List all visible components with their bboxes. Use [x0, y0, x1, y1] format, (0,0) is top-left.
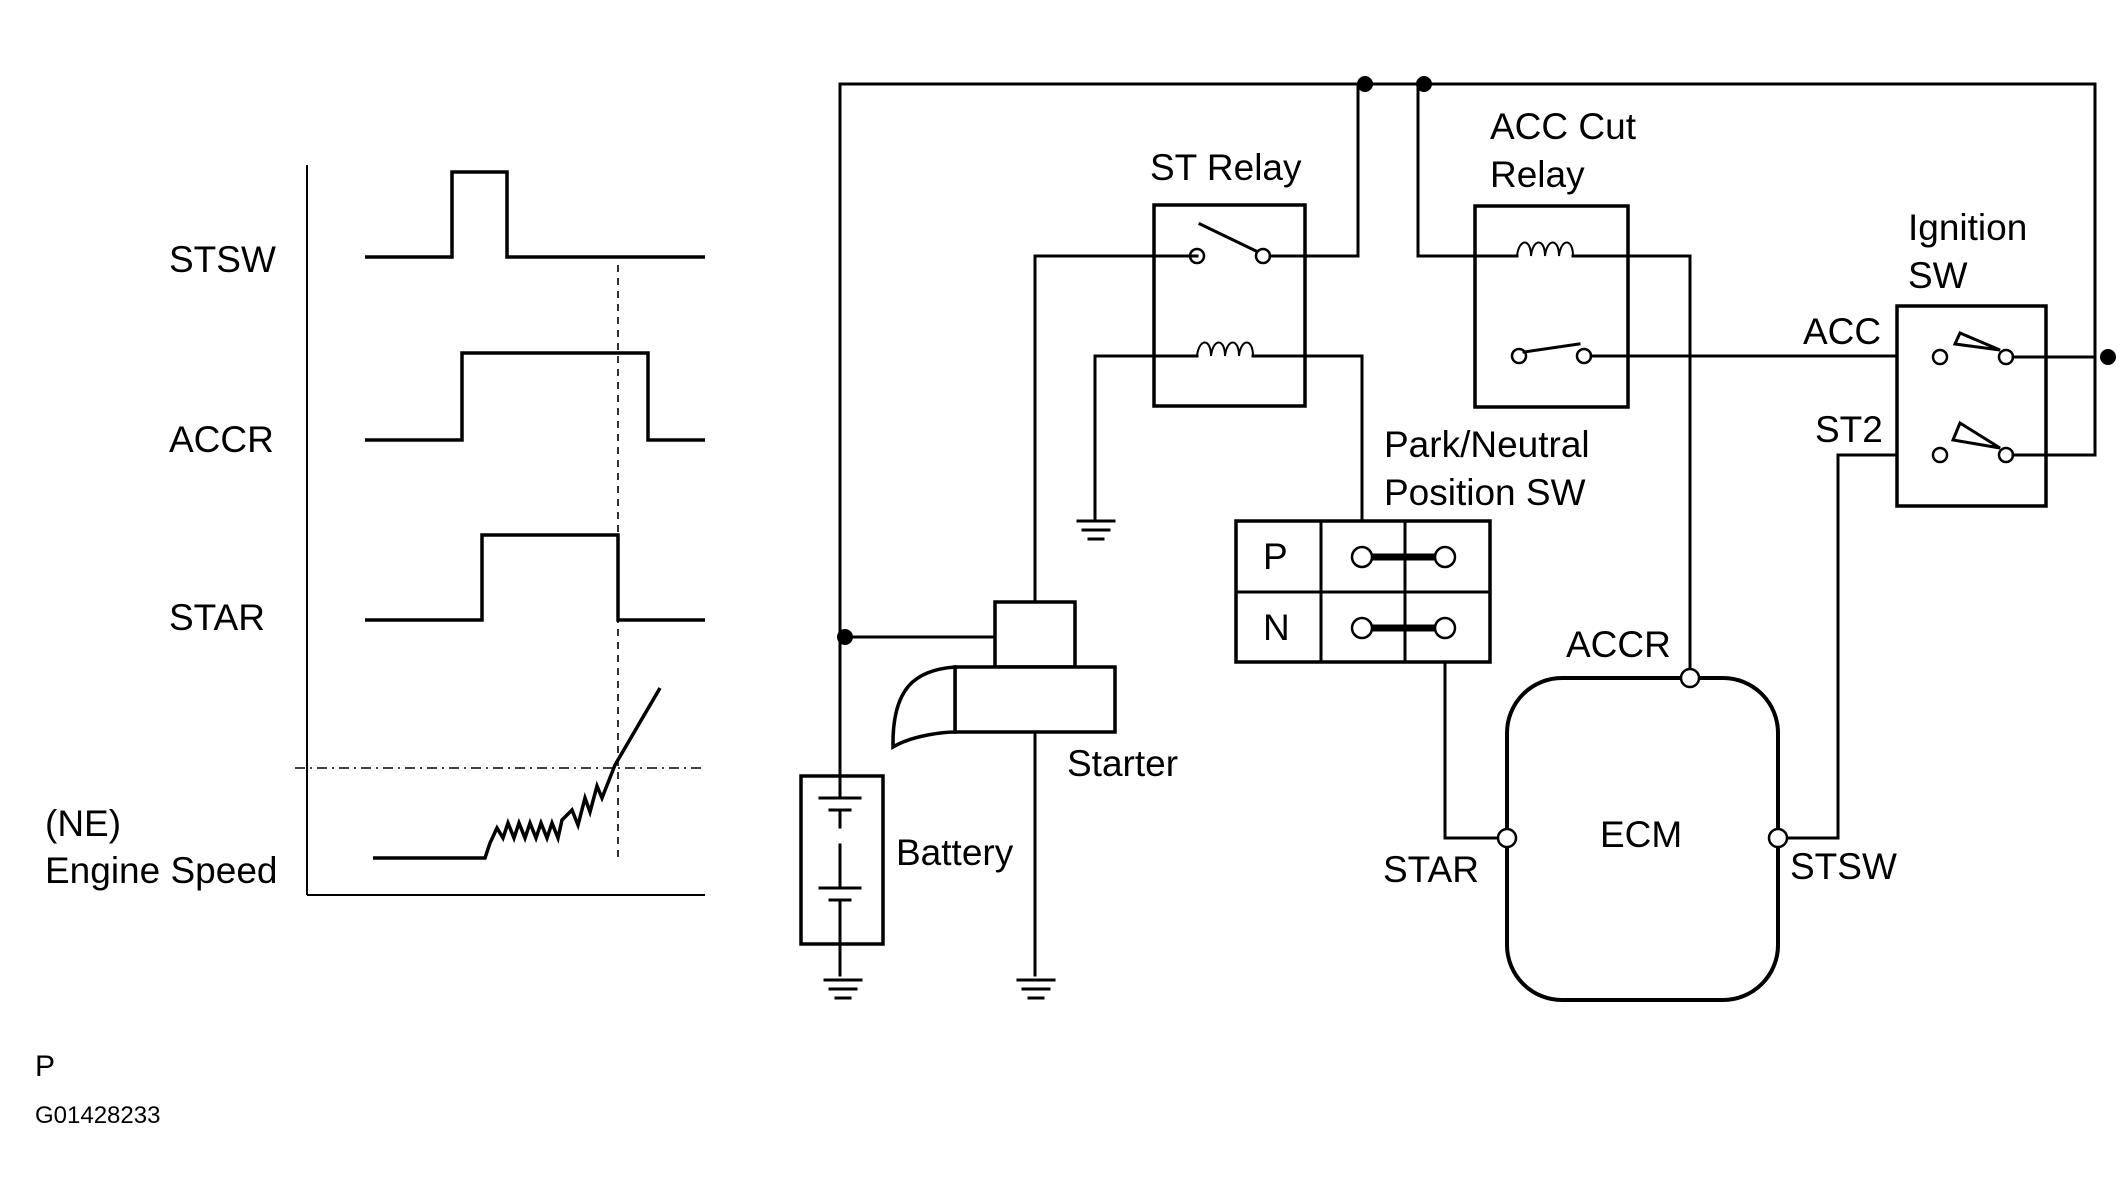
acc-cut-coil-icon: [1516, 241, 1574, 257]
ne-label: (NE): [45, 803, 121, 844]
acc-cut-relay: ACC Cut Relay: [1473, 106, 1637, 409]
ignition-supply-wire: [2044, 355, 2097, 457]
starter-label: Starter: [1067, 743, 1178, 784]
acc-cut-label-line1: ACC Cut: [1490, 106, 1637, 147]
st2-to-stsw-wire: [1776, 453, 1899, 840]
stsw-terminal-label: STSW: [1790, 846, 1897, 887]
ground-icon: [1016, 978, 1056, 1000]
star-terminal-label: STAR: [1383, 849, 1479, 890]
p-position-label: P: [1263, 536, 1288, 577]
st-relay-coil-icon: [1196, 341, 1254, 357]
acc-cut-switch-blade: [1522, 342, 1581, 354]
st-coil-to-pn-wire: [1303, 354, 1364, 523]
acc-cut-label-line2: Relay: [1490, 154, 1585, 195]
park-neutral-label-line1: Park/Neutral: [1384, 424, 1590, 465]
ecm: ECM ACCR STAR STSW: [1383, 624, 1897, 1002]
accr-signal-label: ACCR: [169, 419, 274, 460]
acc-cut-coil-supply-wire: [1416, 82, 1477, 258]
junction-dot: [837, 629, 853, 645]
acc-cut-relay-box: [1473, 204, 1630, 409]
stsw-signal-label: STSW: [169, 239, 276, 280]
ignition-switch: Ignition SW ACC ST2: [1803, 207, 2048, 508]
ignition-label-line1: Ignition: [1908, 207, 2027, 248]
acc-terminal-label: ACC: [1803, 311, 1881, 352]
pn-to-star-wire: [1443, 660, 1509, 840]
battery: Battery: [799, 774, 1014, 946]
park-neutral-label-line2: Position SW: [1384, 472, 1586, 513]
accr-terminal: [1679, 667, 1701, 689]
star-terminal: [1496, 827, 1518, 849]
acc-cut-coil-to-accr-wire: [1626, 254, 1692, 680]
accr-waveform: [365, 351, 705, 442]
top-bus-wire: [838, 82, 2097, 897]
ground-icon: [823, 978, 863, 1000]
st-relay-label: ST Relay: [1150, 147, 1302, 188]
timing-chart: STSW ACCR STAR (NE) Engine Speed: [45, 165, 705, 896]
st-relay-switch-blade: [1197, 221, 1259, 254]
junction-dots: [837, 76, 2116, 645]
ignition-label-line2: SW: [1908, 255, 1968, 296]
star-signal-label: STAR: [169, 597, 265, 638]
st2-switch-lever-icon: [1950, 420, 2001, 450]
st-relay-box: [1152, 203, 1307, 408]
st2-terminal-label: ST2: [1815, 409, 1883, 450]
junction-dot: [2100, 349, 2116, 365]
ignition-switch-box: [1895, 304, 2048, 508]
battery-label: Battery: [896, 832, 1014, 873]
st-relay-switch-supply-wire: [1303, 82, 1360, 258]
junction-dot: [1357, 76, 1373, 92]
engine-speed-waveform: [373, 687, 662, 860]
st-relay-contact: [1254, 247, 1272, 265]
stsw-terminal: [1767, 827, 1789, 849]
footer-letter: P: [35, 1050, 55, 1083]
ground-symbols: [823, 519, 1116, 1000]
figure-code: G01428233: [35, 1102, 160, 1129]
st-coil-ground-wire: [1093, 354, 1156, 520]
st-relay: ST Relay: [1150, 147, 1307, 408]
acc-cut-contact: [1575, 347, 1593, 365]
starter-switch-feed-wire: [1033, 254, 1156, 604]
accr-terminal-label: ACCR: [1566, 624, 1671, 665]
acc-cut-contact: [1510, 347, 1528, 365]
engine-speed-label: Engine Speed: [45, 850, 277, 891]
starter: Starter: [891, 600, 1178, 784]
junction-dot: [1416, 76, 1432, 92]
park-neutral-switch: P N Park/Neutral Position SW: [1234, 424, 1590, 664]
star-waveform: [365, 533, 705, 622]
n-position-label: N: [1263, 607, 1290, 648]
battery-box: [799, 774, 885, 946]
starter-body: [953, 665, 1117, 734]
starter-solenoid: [993, 600, 1077, 669]
starter-pinion-icon: [891, 665, 957, 751]
ground-icon: [1076, 519, 1116, 541]
stsw-waveform: [365, 170, 705, 259]
wiring: [838, 82, 2097, 977]
footer: P G01428233: [35, 1050, 160, 1129]
acc-switch-lever-icon: [1952, 331, 2001, 352]
ecm-label: ECM: [1600, 814, 1682, 855]
